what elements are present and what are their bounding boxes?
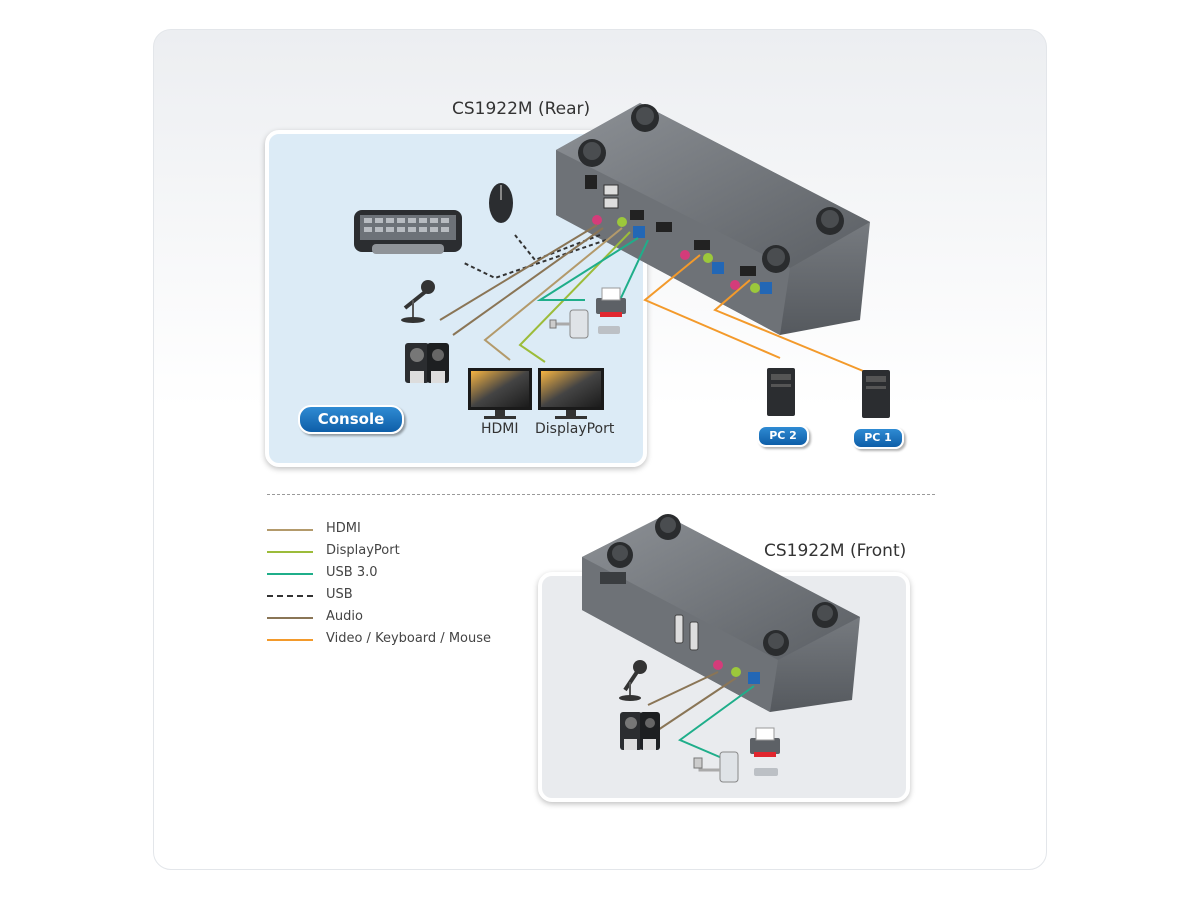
legend-label: USB 3.0: [326, 565, 378, 580]
legend-item: DisplayPort: [267, 541, 527, 563]
legend-label: Video / Keyboard / Mouse: [326, 631, 491, 646]
legend-label: DisplayPort: [326, 543, 400, 558]
legend-line-displayport: [267, 551, 313, 553]
pc-tower-icon: [862, 370, 890, 418]
console-badge: Console: [298, 405, 404, 434]
keyboard-icon: [354, 210, 462, 254]
legend-item: USB 3.0: [267, 563, 527, 585]
displayport-monitor-label: DisplayPort: [535, 421, 614, 437]
legend-line-usb: [267, 595, 313, 597]
legend-line-usb3: [267, 573, 313, 575]
pc2-badge: PC 2: [757, 425, 809, 447]
section-divider: [267, 494, 935, 495]
usb-hub-icon: [550, 310, 588, 338]
pc1-badge: PC 1: [852, 427, 904, 449]
legend-item: Audio: [267, 607, 527, 629]
microphone-icon: [401, 280, 435, 323]
kvm-switch-front-icon: [582, 514, 860, 712]
hdmi-monitor-label: HDMI: [481, 421, 519, 437]
legend-label: Audio: [326, 609, 363, 624]
printer-icon: [750, 728, 780, 776]
monitor-icon: [538, 368, 604, 419]
mouse-icon: [489, 183, 513, 223]
pc-tower-icon: [767, 368, 795, 416]
legend-label: USB: [326, 587, 353, 602]
legend-item: Video / Keyboard / Mouse: [267, 629, 527, 651]
microphone-icon: [619, 660, 647, 701]
monitor-icon: [468, 368, 532, 419]
speakers-icon: [620, 712, 660, 750]
legend-item: USB: [267, 585, 527, 607]
legend-line-audio: [267, 617, 313, 619]
legend-item: HDMI: [267, 519, 527, 541]
legend-label: HDMI: [326, 521, 361, 536]
cable-legend: HDMI DisplayPort USB 3.0 USB Audio Video…: [267, 519, 527, 651]
legend-line-hdmi: [267, 529, 313, 531]
legend-line-video-keyboard-mouse: [267, 639, 313, 641]
speakers-icon: [405, 343, 449, 383]
